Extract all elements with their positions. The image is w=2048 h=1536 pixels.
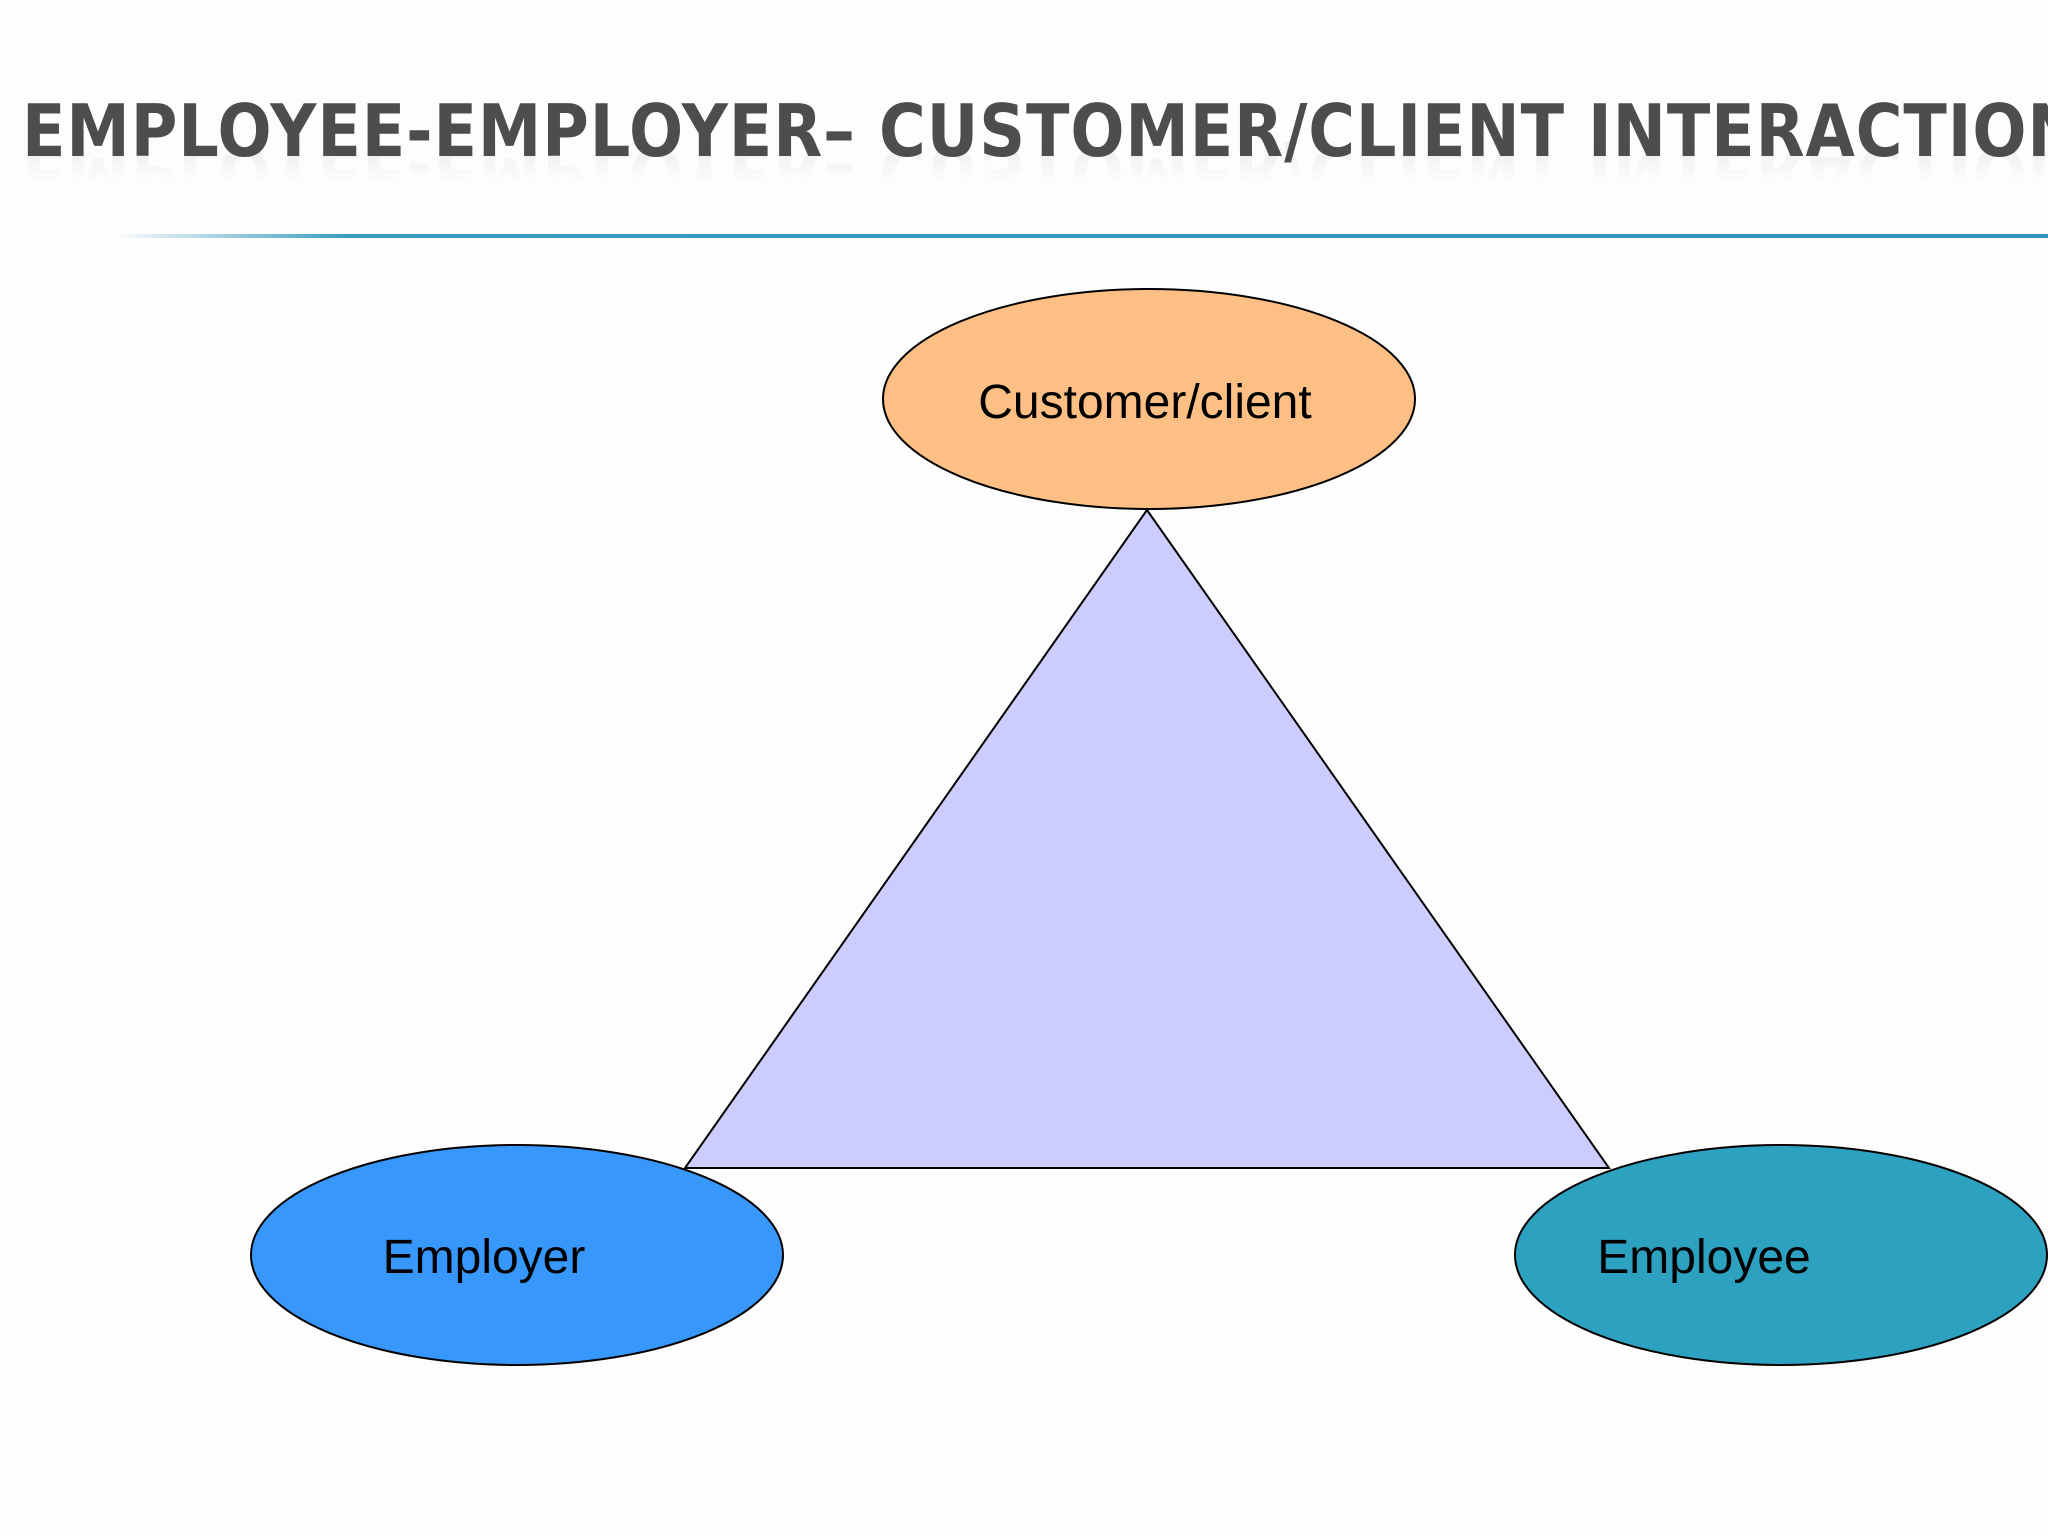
employer-label: Employer: [383, 1231, 586, 1284]
slide-title: EMPLOYEE-EMPLOYER– CUSTOMER/CLIENT INTER…: [22, 89, 2048, 173]
node-customer[interactable]: Customer/client: [882, 288, 1416, 510]
title-area: EMPLOYEE-EMPLOYER– CUSTOMER/CLIENT INTER…: [22, 88, 2048, 215]
customer-ellipse[interactable]: [882, 288, 1416, 510]
employee-label: Employee: [1597, 1231, 1810, 1284]
employer-ellipse[interactable]: [250, 1144, 784, 1366]
employee-ellipse[interactable]: [1514, 1144, 2048, 1366]
node-employer[interactable]: Employer: [250, 1144, 784, 1366]
interaction-triangle: [683, 508, 1611, 1169]
title-underline-rule: [115, 234, 2048, 238]
customer-label: Customer/client: [978, 376, 1311, 429]
node-employee[interactable]: Employee: [1514, 1144, 2048, 1366]
